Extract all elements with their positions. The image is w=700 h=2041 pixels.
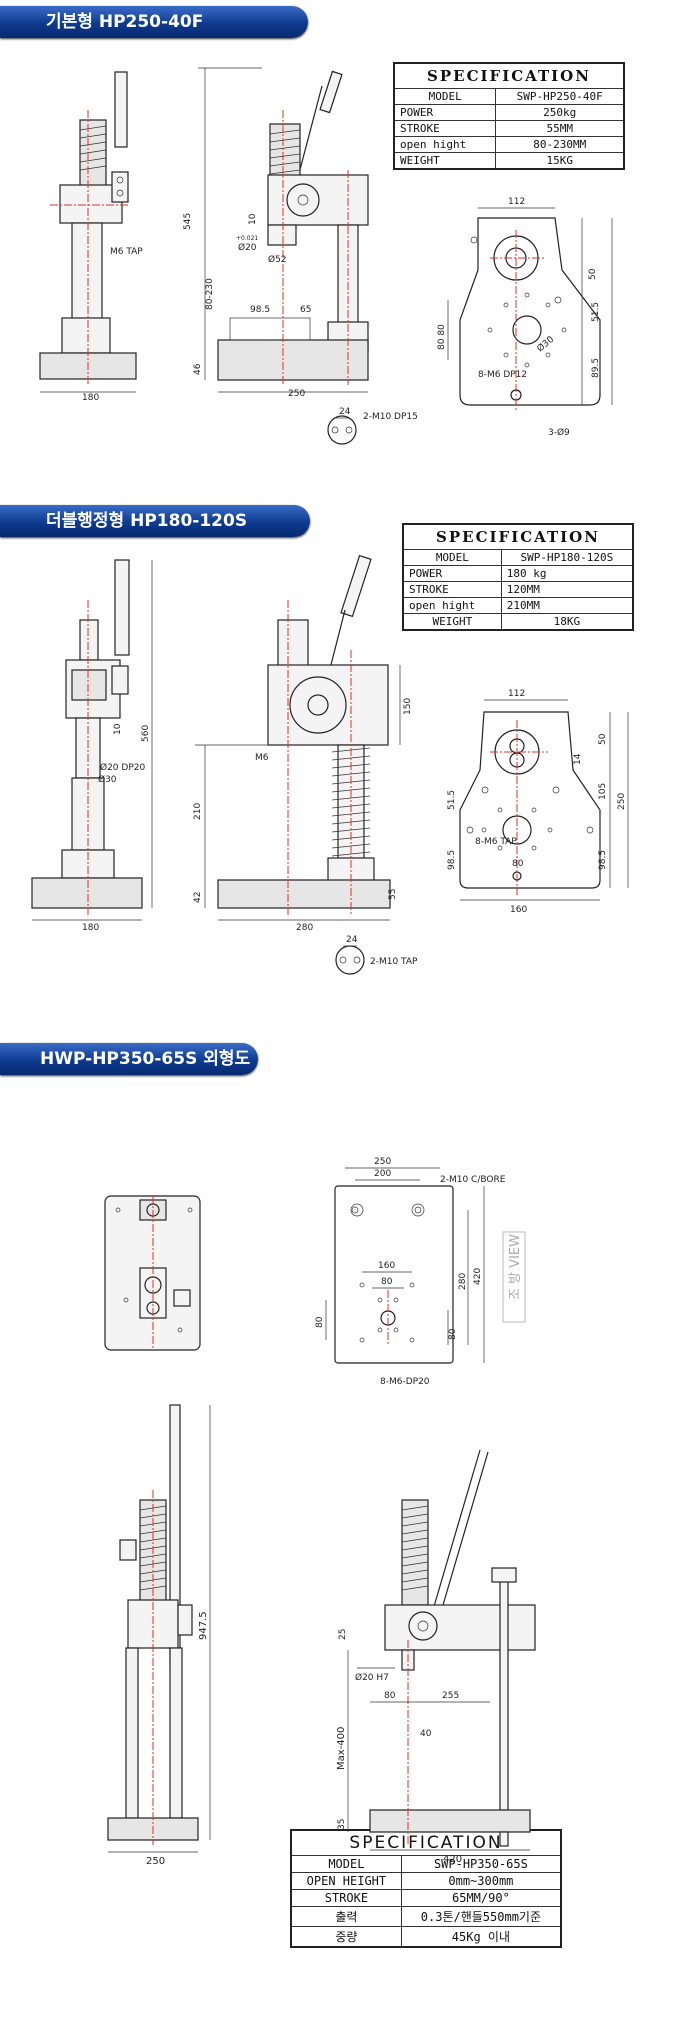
dim-80-f: 80 <box>384 1691 396 1701</box>
dim-max-400: Max-400 <box>336 1727 347 1770</box>
dim-250: 250 <box>288 389 305 399</box>
section-1-banner: 기본형 HP250-40F <box>0 6 308 38</box>
dim-10: 10 <box>248 213 258 225</box>
dim-98-5: 98.5 <box>250 305 270 315</box>
dim-280: 280 <box>296 923 313 933</box>
dim-160-c: 160 <box>378 1261 395 1271</box>
label-8-m6-dp20: 8-M6-DP20 <box>380 1377 430 1387</box>
drawing-hp250-front-view <box>198 67 369 393</box>
spec-title: SPECIFICATION <box>393 62 625 89</box>
dim-89-5: 89.5 <box>591 358 601 378</box>
dim-98-5-b: 98.5 <box>447 850 457 870</box>
dim-65: 65 <box>300 305 311 315</box>
dim-80-d: 80 <box>315 1316 325 1328</box>
drawing-hp180-shaft-end <box>335 945 365 975</box>
dim-280-c: 280 <box>458 1273 468 1290</box>
dim-50-b: 50 <box>598 733 608 745</box>
label-m6-b: M6 <box>255 753 269 763</box>
label-bottom-view: 조 방 VIEW <box>508 1234 523 1300</box>
drawing-hp250-shaft-end <box>327 415 357 445</box>
spec-title: SPECIFICATION <box>402 523 634 550</box>
dim-51-5: 51.5 <box>591 302 601 322</box>
dim-560: 560 <box>141 725 151 742</box>
label-m6-tap: M6 TAP <box>110 247 143 257</box>
dim-80-80: 80 80 <box>437 324 447 350</box>
label-8-m6-dp12: 8-M6 DP12 <box>478 370 527 380</box>
dim-420-v: 420 <box>473 1268 483 1285</box>
dim-42: 42 <box>193 892 203 903</box>
label-3-phi9: 3-Ø9 <box>548 427 570 438</box>
dim-phi30: Ø30 <box>535 334 556 355</box>
drawing-hp180-side-view <box>31 559 153 921</box>
dim-10-b: 10 <box>113 723 123 735</box>
dim-80-230: 80-230 <box>205 278 215 310</box>
section-2-banner: 더블행정형 HP180-120S <box>0 505 310 537</box>
dim-46: 46 <box>193 363 203 375</box>
dim-112: 112 <box>508 197 525 207</box>
drawing-hp350-side-view <box>107 1404 211 1853</box>
drawing-hp350-bottom-view <box>325 1167 526 1364</box>
dim-40: 40 <box>420 1729 432 1739</box>
dim-80-c: 80 <box>381 1277 393 1287</box>
dim-105: 105 <box>598 783 608 800</box>
dim-250-c: 250 <box>374 1157 391 1167</box>
dim-250-b: 250 <box>617 793 627 810</box>
dim-25: 25 <box>338 1629 348 1640</box>
drawing-hp350-top-view <box>104 1195 201 1351</box>
dim-420-h: 420 <box>443 1854 462 1865</box>
drawing-hp350-front-view <box>347 1449 536 1851</box>
dim-947-5: 947.5 <box>198 1611 209 1640</box>
dim-150: 150 <box>403 698 413 715</box>
drawing-hp180-plan-view <box>459 699 629 901</box>
dim-phi20-dp20: Ø20 DP20 <box>100 762 145 773</box>
dim-200: 200 <box>374 1169 391 1179</box>
label-2-m10-cbore: 2-M10 C/BORE <box>440 1175 506 1185</box>
dim-14: 14 <box>573 753 583 765</box>
dim-55: 55 <box>388 889 398 900</box>
dim-80-e: 80 <box>448 1328 458 1340</box>
dim-210: 210 <box>193 803 203 820</box>
drawing-hp250-plan-view <box>447 207 613 410</box>
dim-phi52: Ø52 <box>268 254 287 265</box>
dim-24-b: 24 <box>346 935 358 945</box>
dim-phi20: Ø20 <box>238 242 257 253</box>
label-8-m6-tap: 8-M6 TAP <box>475 837 517 847</box>
section-3-banner: HWP-HP350-65S 외형도 <box>0 1043 258 1075</box>
drawing-hp250-side-view <box>39 71 137 393</box>
drawing-hp180-front-view <box>195 554 401 921</box>
dim-160: 160 <box>510 905 527 915</box>
dim-180-b: 180 <box>82 923 99 933</box>
dim-250-d: 250 <box>146 1856 165 1867</box>
dim-80-b: 80 <box>512 859 524 869</box>
dim-545: 545 <box>183 213 193 230</box>
dim-180: 180 <box>82 393 99 403</box>
dim-50: 50 <box>588 268 598 280</box>
dim-51-5-b: 51.5 <box>447 790 457 810</box>
dim-phi30-b: Ø30 <box>98 774 117 785</box>
dim-24: 24 <box>339 407 351 417</box>
dim-tolerance: +0.021 <box>236 235 258 242</box>
dim-phi20-h7: Ø20 H7 <box>355 1672 389 1683</box>
label-2-m10-tap: 2-M10 TAP <box>370 957 418 967</box>
dim-98-5-c: 98.5 <box>598 850 608 870</box>
dim-35: 35 <box>337 1819 347 1830</box>
dim-255: 255 <box>442 1691 459 1701</box>
dim-112-b: 112 <box>508 689 525 699</box>
label-2-m10-dp15: 2-M10 DP15 <box>363 412 418 422</box>
